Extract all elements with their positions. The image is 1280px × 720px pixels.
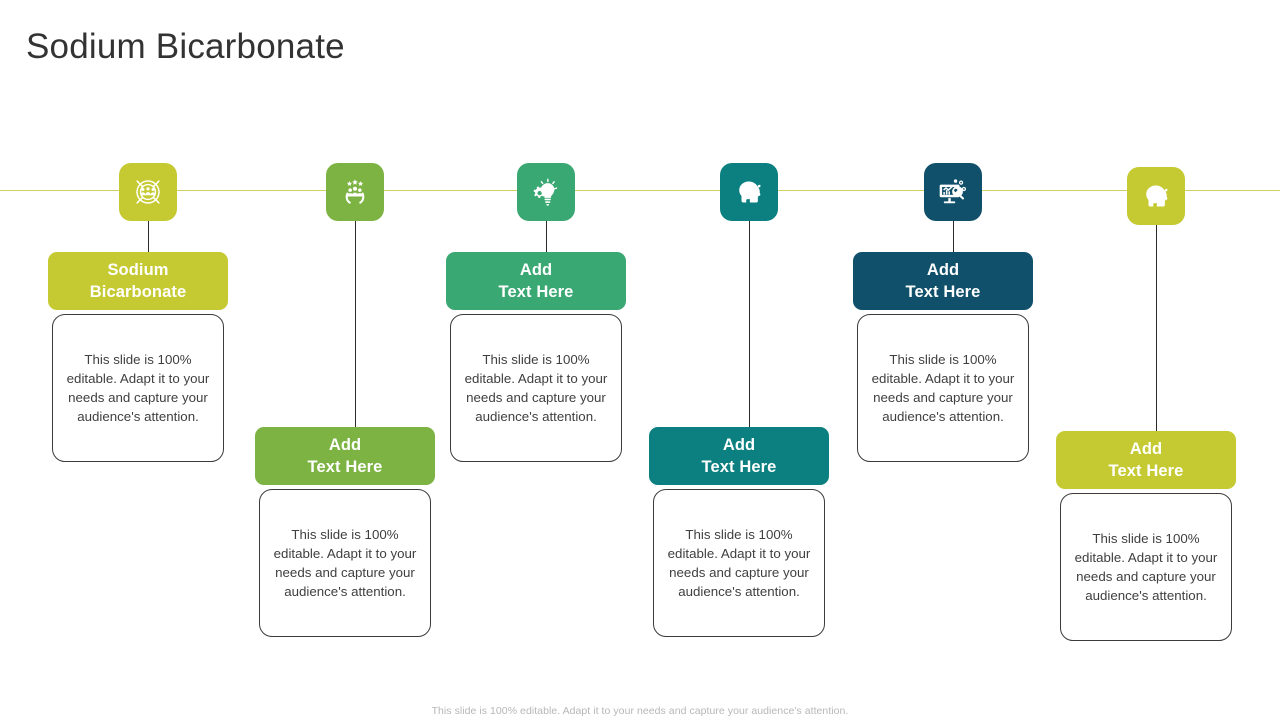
icon-tile[interactable] (326, 163, 384, 221)
description-card[interactable]: This slide is 100% editable. Adapt it to… (857, 314, 1029, 462)
label-line-1: Add (722, 436, 756, 454)
head-target-arrow-icon (1139, 179, 1173, 213)
label-line-2: Text Here (498, 283, 574, 301)
icon-tile[interactable] (1127, 167, 1185, 225)
label-line-1: Add (328, 436, 362, 454)
lightbulb-gear-icon (529, 175, 563, 209)
label-line-2: Text Here (905, 283, 981, 301)
connector-line (748, 221, 750, 427)
connector-line (952, 221, 954, 252)
connector-line (1155, 225, 1157, 431)
connector-line (147, 221, 149, 252)
timeline-axis (0, 190, 1280, 191)
icon-tile[interactable] (119, 163, 177, 221)
label-line-2: Text Here (701, 458, 777, 476)
icon-tile[interactable] (720, 163, 778, 221)
label-line-1: Add (1129, 440, 1163, 458)
label-line-2: Bicarbonate (89, 283, 187, 301)
description-card[interactable]: This slide is 100% editable. Adapt it to… (259, 489, 431, 637)
head-target-arrow-icon (732, 175, 766, 209)
description-card[interactable]: This slide is 100% editable. Adapt it to… (653, 489, 825, 637)
description-text: This slide is 100% editable. Adapt it to… (464, 352, 608, 424)
description-card[interactable]: This slide is 100% editable. Adapt it to… (52, 314, 224, 462)
description-text: This slide is 100% editable. Adapt it to… (273, 527, 417, 599)
footer-note: This slide is 100% editable. Adapt it to… (431, 705, 849, 717)
description-card[interactable]: This slide is 100% editable. Adapt it to… (1060, 493, 1232, 641)
label-line-1: Sodium (107, 261, 169, 279)
icon-tile[interactable] (517, 163, 575, 221)
description-card[interactable]: This slide is 100% editable. Adapt it to… (450, 314, 622, 462)
monitor-chart-search-icon (936, 175, 970, 209)
connector-line (545, 221, 547, 252)
description-text: This slide is 100% editable. Adapt it to… (667, 527, 811, 599)
description-text: This slide is 100% editable. Adapt it to… (1074, 531, 1218, 603)
label-line-2: Text Here (307, 458, 383, 476)
page-title: Sodium Bicarbonate (26, 27, 345, 66)
description-text: This slide is 100% editable. Adapt it to… (871, 352, 1015, 424)
icon-tile[interactable] (924, 163, 982, 221)
label-line-2: Text Here (1108, 462, 1184, 480)
hands-team-stars-icon (338, 175, 372, 209)
label-line-1: Add (519, 261, 553, 279)
label-line-1: Add (926, 261, 960, 279)
target-people-icon (131, 175, 165, 209)
description-text: This slide is 100% editable. Adapt it to… (66, 352, 210, 424)
connector-line (354, 221, 356, 427)
